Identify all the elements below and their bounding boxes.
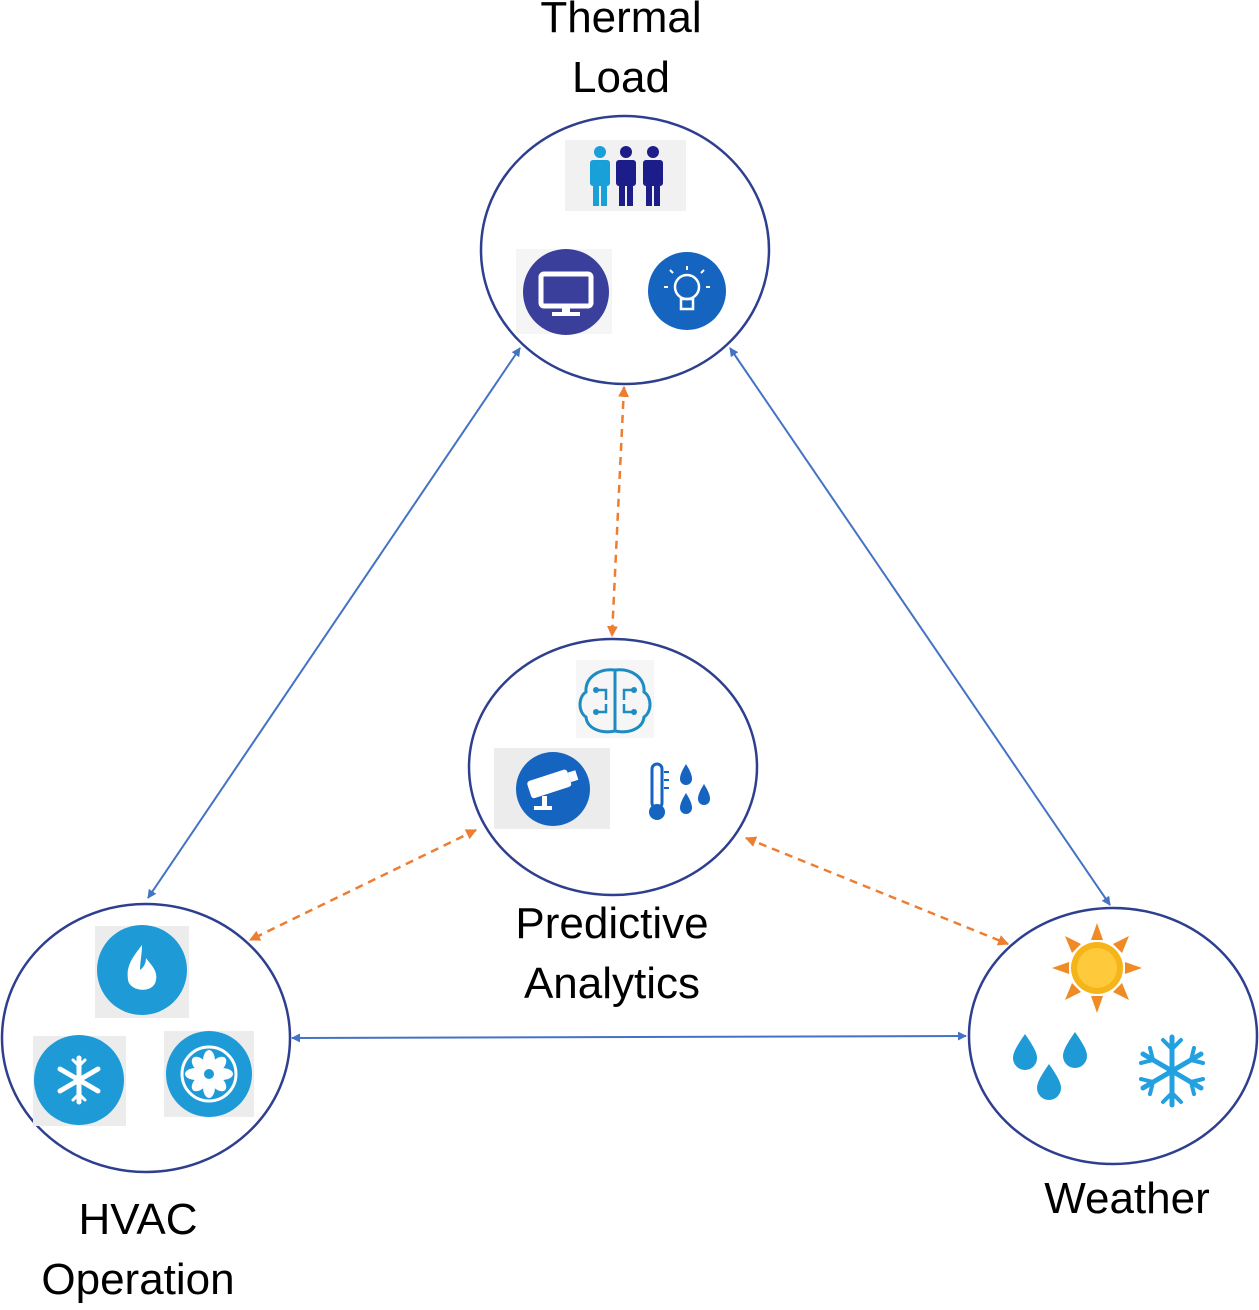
thermal-load-label-line-2: Load: [572, 53, 670, 102]
water-drops-icon: [1013, 1032, 1087, 1100]
connector-analytics-hvac: [249, 828, 477, 942]
hvac-operation-label: HVAC Operation: [18, 1190, 258, 1310]
thermometer-humidity-icon: [649, 762, 710, 820]
connector-thermal-weather: [729, 347, 1111, 906]
predictive-analytics-label: Predictive Analytics: [492, 894, 732, 1014]
weather-label: Weather: [1017, 1169, 1237, 1229]
flame-icon: [95, 925, 189, 1018]
node-thermal-load: [479, 114, 771, 386]
monitor-icon: [516, 249, 612, 335]
security-camera-icon: [494, 748, 610, 829]
node-hvac-operation: [0, 902, 292, 1174]
brain-circuit-icon: [576, 660, 654, 738]
lightbulb-icon: [648, 252, 726, 330]
sun-icon: [1052, 923, 1142, 1013]
connector-analytics-weather: [744, 836, 1010, 946]
predictive-analytics-label-line-2: Analytics: [523, 959, 701, 1008]
predictive-analytics-label-line-1: Predictive: [515, 899, 709, 948]
connector-analytics-thermal: [606, 385, 630, 638]
hvac-operation-label-line-2: Operation: [41, 1255, 235, 1304]
node-predictive-analytics: [467, 637, 759, 897]
weather-label-line-1: Weather: [1044, 1174, 1210, 1223]
hvac-operation-label-line-1: HVAC: [78, 1195, 198, 1244]
people-icon: [565, 140, 686, 211]
thermal-load-label: Thermal Load: [521, 0, 721, 108]
connector-thermal-hvac: [147, 347, 521, 899]
thermal-load-label-line-1: Thermal: [540, 0, 702, 42]
fan-icon: [164, 1031, 254, 1117]
connector-hvac-weather: [291, 1031, 967, 1043]
weather-snowflake-icon: [1139, 1034, 1205, 1108]
node-weather: [967, 906, 1259, 1166]
snowflake-icon: [33, 1035, 126, 1126]
